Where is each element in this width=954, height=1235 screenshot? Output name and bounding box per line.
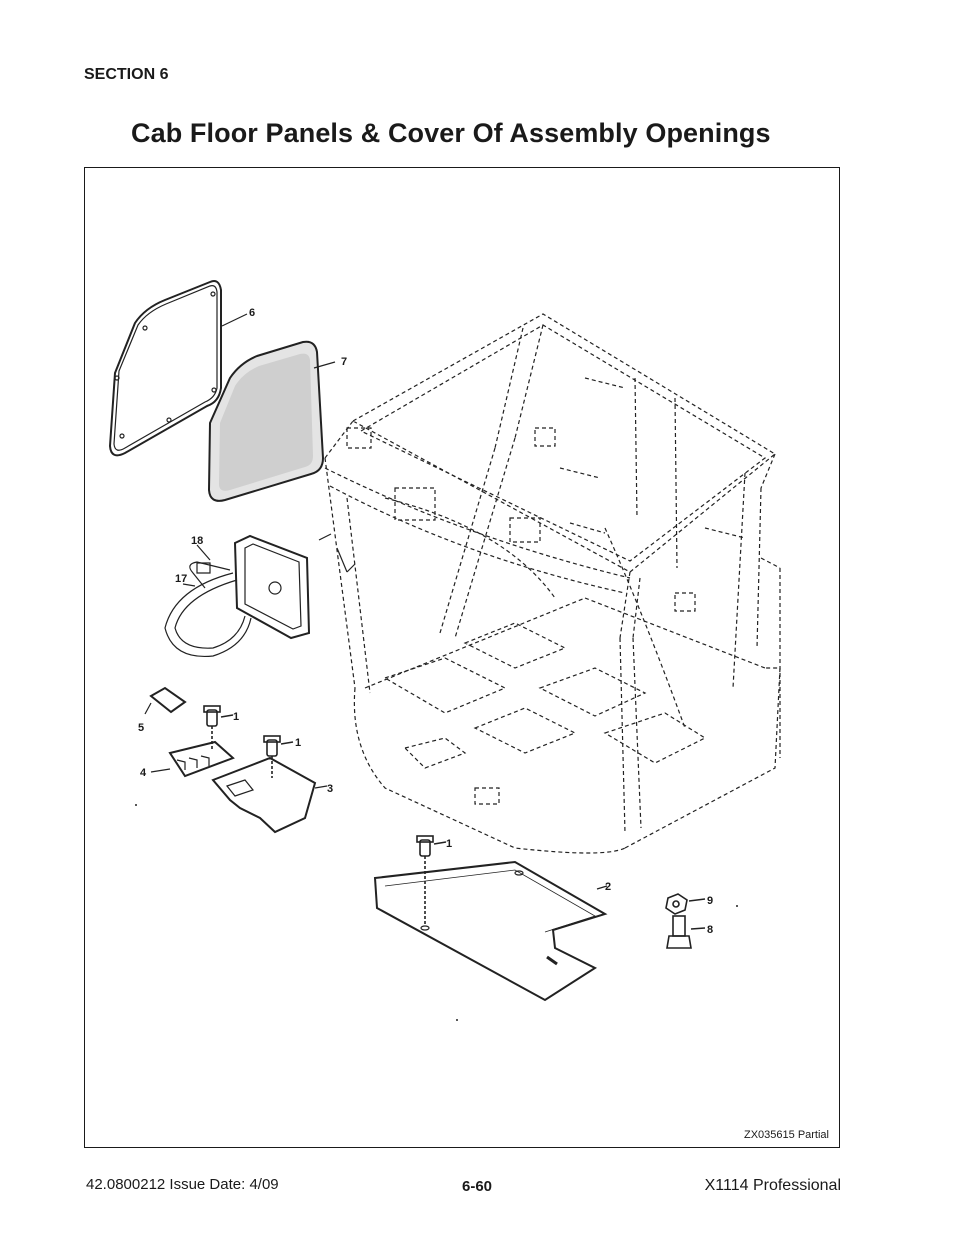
section-label: SECTION 6 bbox=[84, 66, 169, 83]
part-3-plate bbox=[211, 756, 328, 834]
figure-reference: ZX035615 Partial bbox=[744, 1129, 829, 1141]
callout-9: 9 bbox=[707, 895, 713, 907]
footer-product: X1114 Professional bbox=[704, 1177, 841, 1194]
callout-2: 2 bbox=[605, 881, 611, 893]
callout-4: 4 bbox=[140, 767, 147, 779]
part-17-18-handle bbox=[164, 533, 356, 658]
callout-1c: 1 bbox=[446, 838, 452, 850]
part-4-shim bbox=[150, 740, 235, 778]
footer-page-number: 6-60 bbox=[462, 1178, 493, 1195]
part-2-floor-panel bbox=[373, 860, 608, 1002]
callout-6: 6 bbox=[249, 307, 255, 319]
part-5-plate bbox=[144, 686, 187, 715]
callout-1b: 1 bbox=[295, 737, 301, 749]
callout-7: 7 bbox=[341, 356, 347, 368]
part-7-gasket bbox=[207, 340, 336, 502]
part-6-cover-plate bbox=[108, 280, 248, 457]
callout-5: 5 bbox=[138, 722, 144, 734]
footer-doc-issue: 42.0800212 Issue Date: 4/09 bbox=[86, 1176, 279, 1193]
part-1-bolts bbox=[203, 705, 447, 926]
page-title: Cab Floor Panels & Cover Of Assembly Ope… bbox=[131, 118, 771, 148]
callout-8: 8 bbox=[707, 924, 713, 936]
callout-17: 17 bbox=[175, 573, 187, 585]
parts-diagram: 6 7 18 17 5 1 1 4 3 1 2 9 8 ZX035615 Par… bbox=[84, 167, 840, 1148]
exploded-view-drawing: 6 7 18 17 5 1 1 4 3 1 2 9 8 bbox=[108, 280, 781, 1021]
callout-18: 18 bbox=[191, 535, 203, 547]
cab-frame bbox=[324, 313, 781, 854]
callout-1a: 1 bbox=[233, 711, 239, 723]
part-8-9-hardware bbox=[665, 893, 706, 949]
callout-3: 3 bbox=[327, 783, 333, 795]
